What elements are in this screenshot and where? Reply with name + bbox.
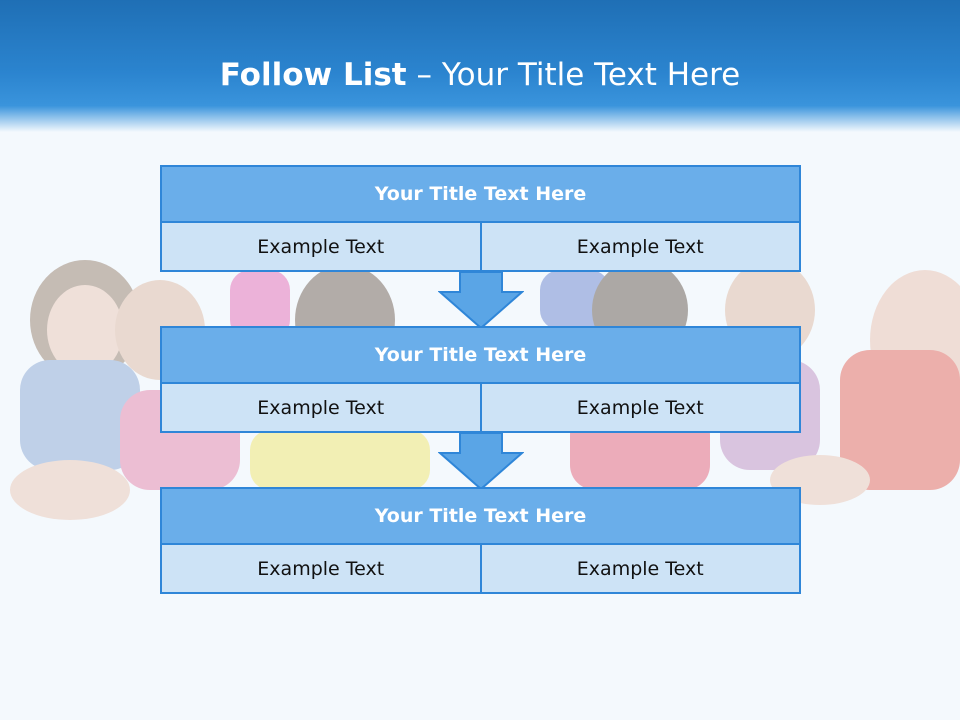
block-cell-right: Example Text [481, 384, 801, 433]
block-title: Your Title Text Here [160, 165, 801, 223]
header-band [0, 0, 960, 132]
block-cell-left: Example Text [160, 384, 482, 433]
block-cell-left: Example Text [160, 545, 482, 594]
down-arrow-icon [438, 271, 524, 330]
block-title: Your Title Text Here [160, 487, 801, 545]
title-bold: Follow List [219, 57, 407, 93]
block-title: Your Title Text Here [160, 326, 801, 384]
title-rest: – Your Title Text Here [406, 57, 741, 93]
list-block-2: Your Title Text Here Example Text Exampl… [160, 326, 801, 433]
block-row: Example Text Example Text [160, 223, 801, 272]
block-cell-left: Example Text [160, 223, 482, 272]
block-row: Example Text Example Text [160, 384, 801, 433]
down-arrow-icon [438, 432, 524, 491]
block-cell-right: Example Text [481, 223, 801, 272]
list-block-1: Your Title Text Here Example Text Exampl… [160, 165, 801, 272]
list-block-3: Your Title Text Here Example Text Exampl… [160, 487, 801, 594]
block-cell-right: Example Text [481, 545, 801, 594]
block-row: Example Text Example Text [160, 545, 801, 594]
slide-title: Follow List – Your Title Text Here [0, 52, 960, 98]
